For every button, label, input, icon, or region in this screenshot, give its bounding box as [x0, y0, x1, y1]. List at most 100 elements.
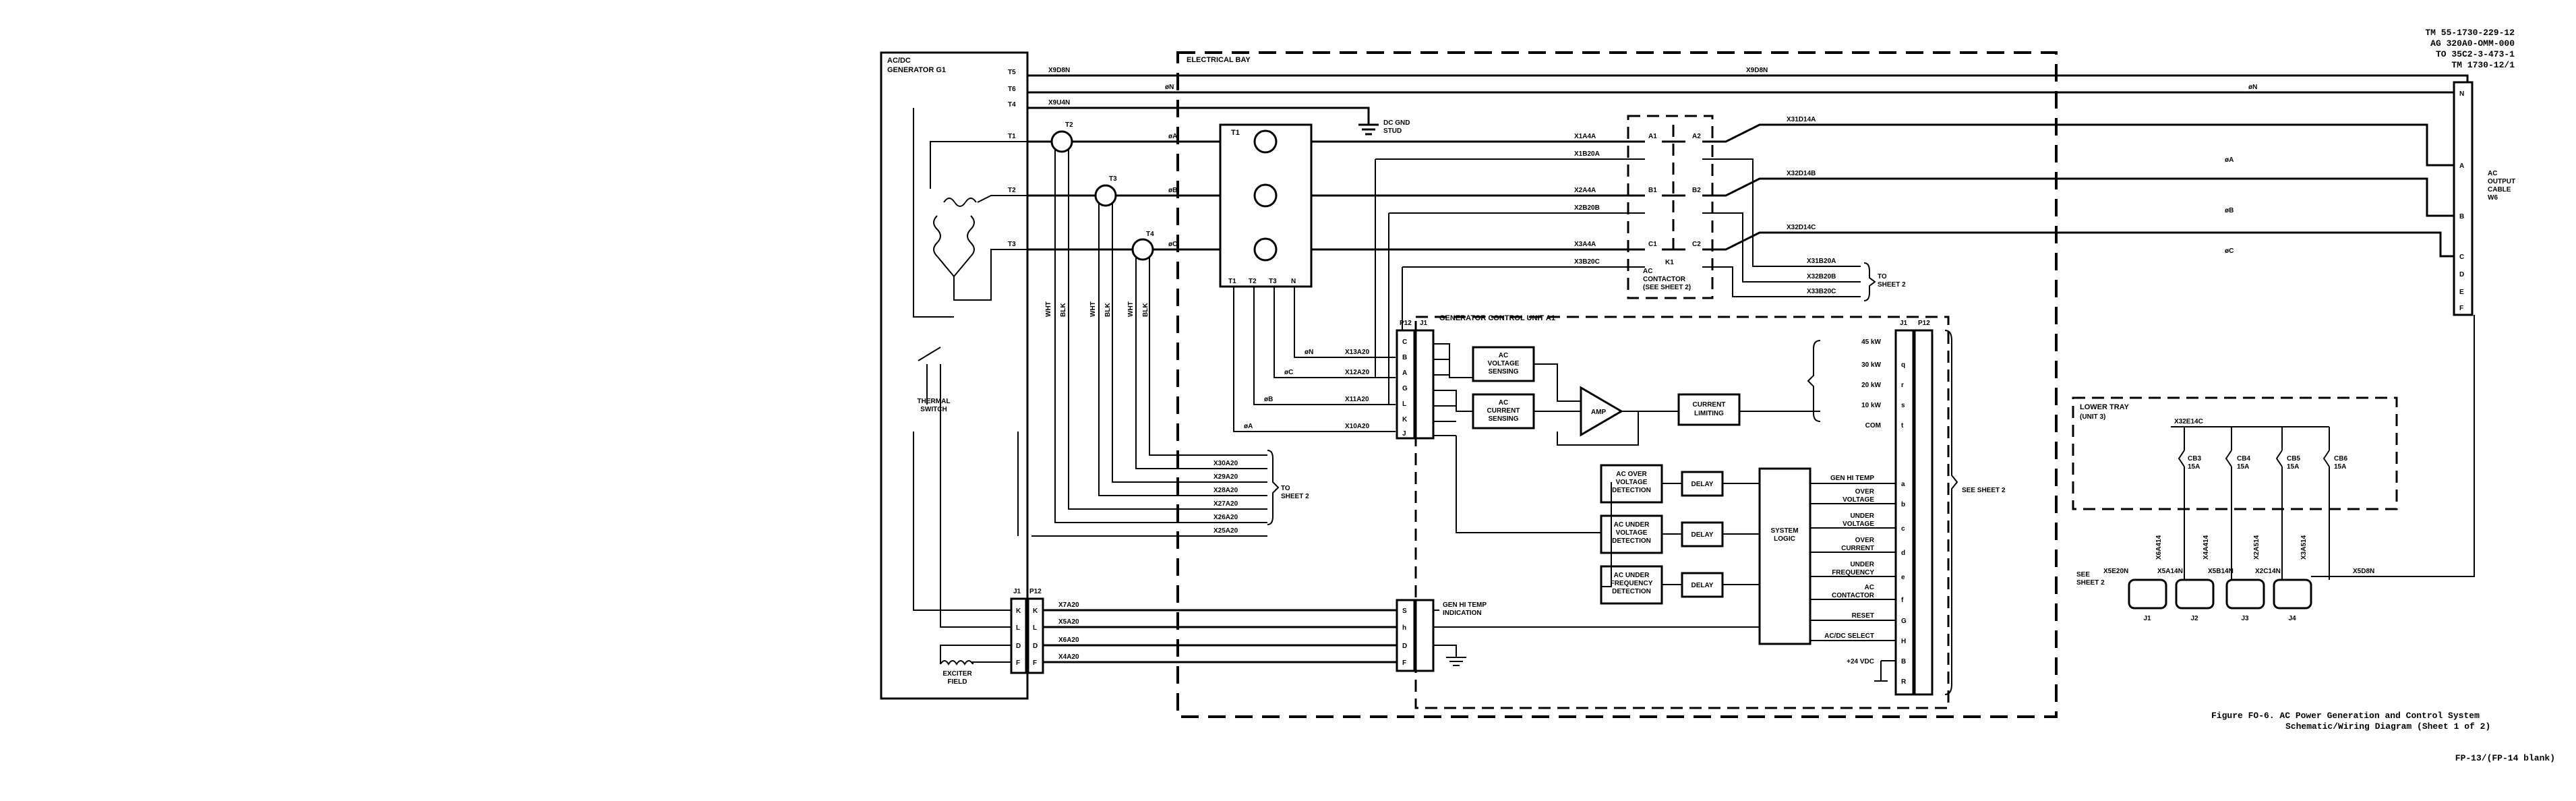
phase-label-n-1: øN: [1165, 84, 1174, 91]
contactor-out-c: [1702, 231, 2454, 258]
phase-label-a-gcu: øA: [1244, 423, 1253, 430]
wire-label-x25a20: X25A20: [1214, 527, 1238, 535]
gcu-right-connector-j1: [1894, 329, 1915, 696]
wire-label-x6a20: X6A20: [1058, 636, 1079, 644]
contactor-term-a1: A1: [1648, 133, 1657, 140]
ct-t2-lead-1: [1054, 150, 1267, 523]
wire-label-x33b20c: X33B20C: [1807, 288, 1836, 295]
winding-star: [936, 256, 971, 278]
output-cable-label-4: W6: [2488, 194, 2498, 202]
gcu-bottom-pin-d: D: [1402, 643, 1407, 650]
transformer-t1: T1 T1 T2 T3 N øN øC øB øA X13A20 X12A20 …: [1219, 123, 1396, 432]
wire-label-x1a4a: X1A4A: [1574, 133, 1596, 140]
tm-number-3: TO 35C2-3-473-1: [2436, 49, 2515, 59]
lower-vertical-label-1: X6A414: [2155, 535, 2163, 560]
tm-number-4: TM 1730-12/1: [2451, 60, 2515, 70]
contactor-label-3: (SEE SHEET 2): [1643, 284, 1691, 291]
jack-j3-label: J3: [2241, 615, 2249, 622]
generator-title-2: GENERATOR G1: [887, 66, 946, 74]
t1-lead-n: [1294, 287, 1396, 358]
gcu-pin-b-right: b: [1901, 501, 1905, 508]
see-sheet-left-2: SHEET 2: [1281, 493, 1309, 500]
output-under-frequency-2: FREQUENCY: [1832, 569, 1874, 576]
system-logic-label-1: SYSTEM: [1770, 527, 1798, 535]
cable-pin-n: N: [2459, 90, 2464, 98]
current-limiting-label-1: CURRENT: [1693, 401, 1726, 409]
gen-hi-temp-ind-1: GEN HI TEMP: [1443, 601, 1487, 609]
jack-j1-label: J1: [2143, 615, 2151, 622]
contactor-out-b: [1702, 177, 2454, 217]
contactor-term-b2: B2: [1692, 187, 1701, 194]
wire-label-x26a20: X26A20: [1214, 514, 1238, 521]
thermal-switch-label-1: THERMAL: [918, 398, 951, 405]
see-sheet-group: X30A20 X29A20 X28A20 X27A20 X26A20 X25A2…: [1017, 432, 1309, 537]
gcu-bottom-connector-p12: [1396, 599, 1416, 672]
see-sheet-brace-left: [1267, 450, 1280, 525]
contactor-aux-c: [1702, 266, 1861, 297]
phase-label-n-2: øN: [2248, 84, 2257, 91]
gcu-pin-b: B: [1402, 354, 1407, 361]
gcu-title: GENERATOR CONTROL UNIT A1: [1439, 314, 1555, 322]
over-voltage-label-3: DETECTION: [1612, 487, 1651, 494]
kw-brace: [1807, 340, 1821, 422]
thermal-switch-wire: [1017, 432, 1267, 537]
contactor-sense-b: [1388, 212, 1645, 405]
system-logic-block: [1758, 467, 1811, 645]
t1-lead-3: [1274, 287, 1396, 378]
terminal-t4: T4: [1008, 101, 1016, 109]
gcu-pin-a: A: [1402, 369, 1407, 377]
breaker-cb5-name: CB5: [2287, 455, 2300, 463]
kw-label-com: COM: [1865, 422, 1881, 429]
terminal-t6: T6: [1008, 86, 1016, 93]
gcu-bottom-connector-j1: [1414, 599, 1435, 672]
wire-label-x5a14n: X5A14N: [2157, 568, 2183, 575]
winding-2: [933, 215, 941, 257]
voltage-sensing-label-1: AC: [1499, 352, 1508, 359]
lower-tray-vertical-wires: [2184, 467, 2330, 580]
gcu-bottom-pin-h: h: [1402, 624, 1406, 632]
wire-label-x10a20: X10A20: [1345, 423, 1370, 430]
t1-term-1: T1: [1228, 278, 1236, 285]
voltage-sensing-label-2: VOLTAGE: [1488, 360, 1520, 367]
lower-see-1: SEE: [2076, 571, 2090, 578]
ct-label-t3: T3: [1109, 175, 1117, 183]
generator-title-1: AC/DC: [887, 57, 911, 65]
gen-hi-temp-ind-2: INDICATION: [1443, 610, 1482, 617]
cable-pin-a: A: [2459, 162, 2464, 170]
ct-t4-lead-2: [1149, 258, 1267, 456]
dc-gnd-label-1: DC GND: [1383, 119, 1410, 127]
under-frequency-label-3: DETECTION: [1612, 588, 1651, 595]
ct-t2-wht: WHT: [1045, 301, 1052, 317]
wire-t4-inner: [913, 108, 954, 318]
phase-label-c-out: øC: [2225, 247, 2234, 255]
exciter-field-coil: [940, 660, 974, 665]
jack-j3: [2225, 578, 2265, 610]
phase-label-c-1: øC: [1168, 241, 1177, 248]
gcu-output-wiring: [1810, 483, 1908, 682]
gcu-j1-right: J1: [1900, 320, 1908, 327]
t1-coil-b: [1253, 183, 1278, 208]
exciter-pin-f2: F: [1033, 659, 1037, 667]
gcu-pin-r-right: R: [1901, 678, 1907, 686]
output-cable-connector: [2453, 81, 2474, 316]
wire-label-x1b20a: X1B20A: [1574, 150, 1600, 158]
amp-label: AMP: [1591, 409, 1607, 416]
output-gen-hi-temp: GEN HI TEMP: [1830, 475, 1874, 482]
dc-gnd-label-2: STUD: [1383, 127, 1402, 135]
generator-frame: [880, 51, 1029, 700]
t1-term-2: T2: [1249, 278, 1257, 285]
wire-label-x4a20: X4A20: [1058, 653, 1079, 661]
output-24-vdc: +24 VDC: [1847, 658, 1874, 665]
output-cable-label-2: OUTPUT: [2488, 178, 2515, 185]
lower-tray-frame: [2072, 396, 2398, 510]
lower-tray-title-1: LOWER TRAY: [2080, 403, 2130, 411]
wire-label-x2c14n: X2C14N: [2255, 568, 2281, 575]
under-voltage-label-1: AC UNDER: [1614, 521, 1650, 529]
under-voltage-label-3: DETECTION: [1612, 537, 1651, 545]
t1-coil-a: [1253, 129, 1278, 154]
wire-label-x28a20: X28A20: [1214, 487, 1238, 494]
document-number-block: TM 55-1730-229-12 AG 320A0-OMM-000 TO 35…: [2425, 28, 2515, 70]
output-ac-contactor-1: AC: [1865, 584, 1874, 591]
lower-tray-unit3: LOWER TRAY (UNIT 3) X32E14C CB3 15A CB4 …: [2072, 315, 2475, 622]
gcu-pin-e-right: e: [1901, 574, 1905, 581]
